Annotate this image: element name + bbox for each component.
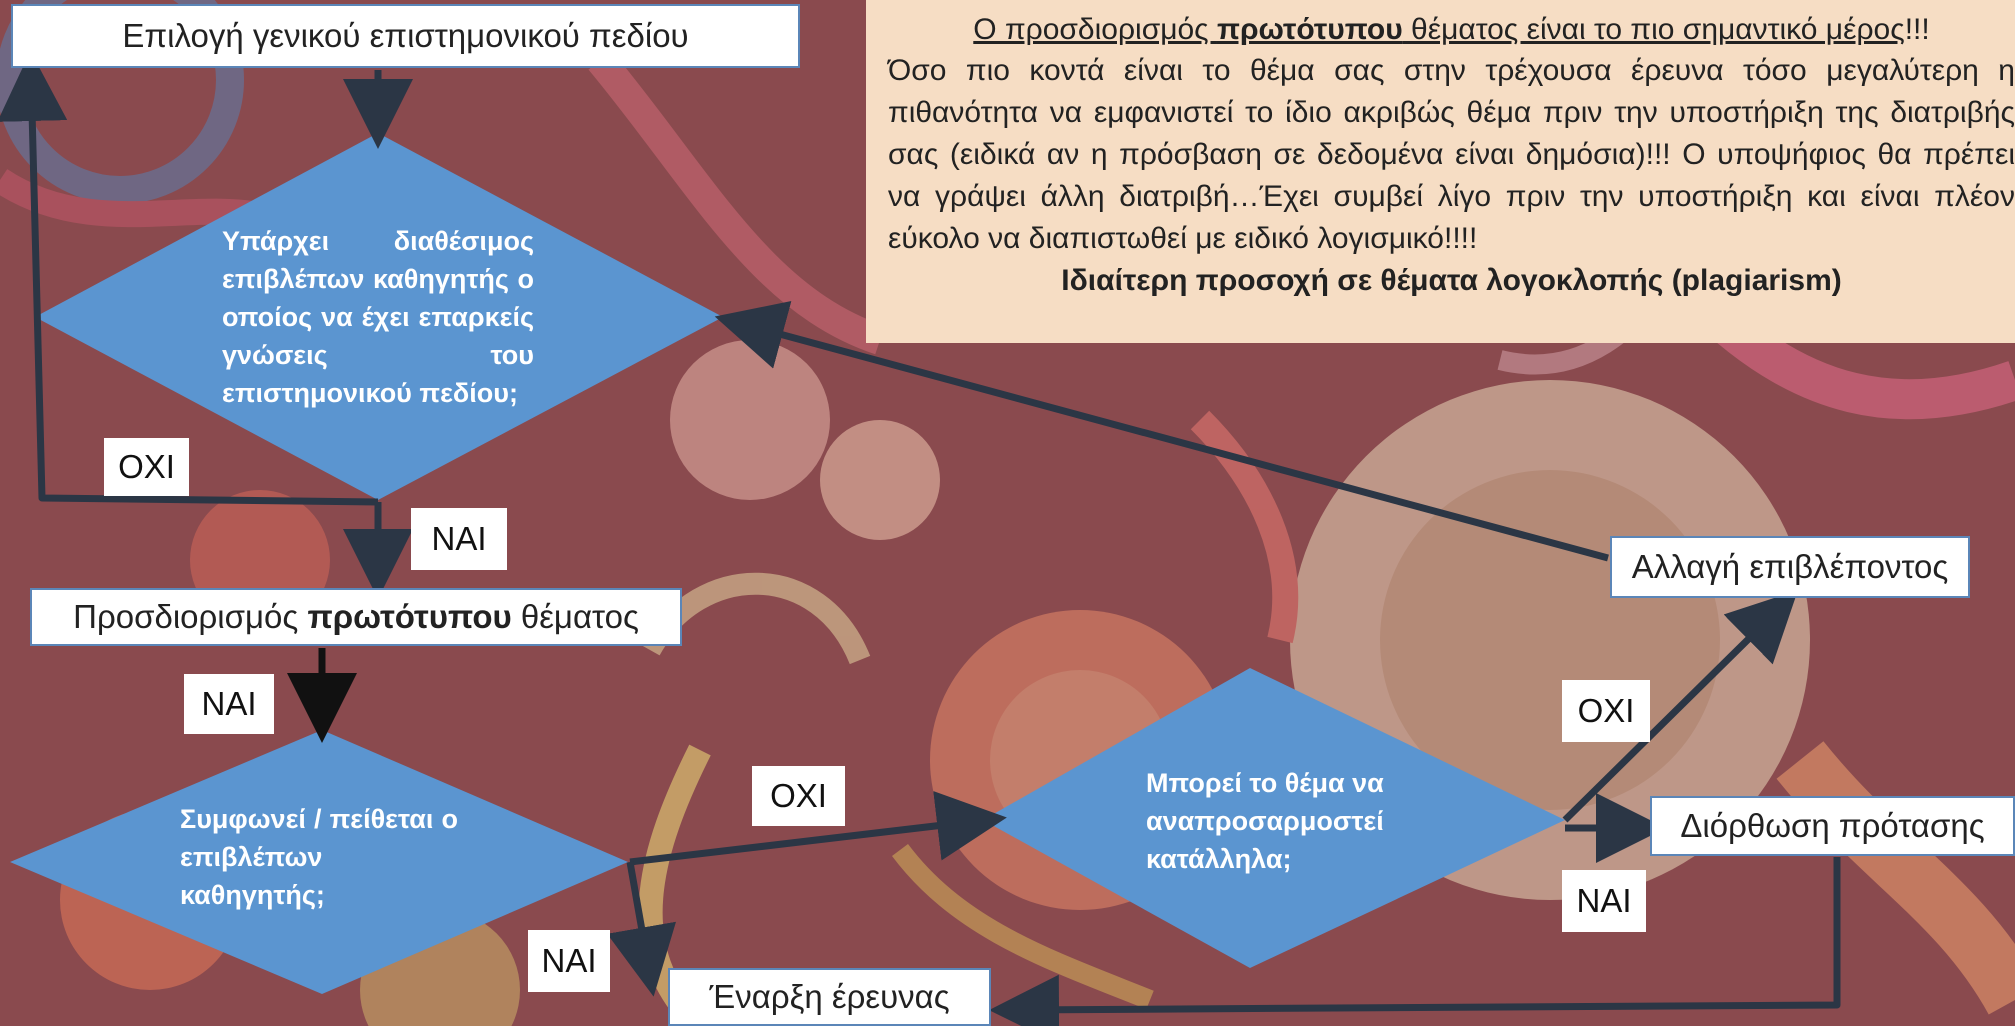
label-yes-agrees: ΝΑΙ — [528, 930, 610, 992]
label-no-available: ΟΧΙ — [104, 438, 189, 496]
note-heading: Ο προσδιορισμός πρωτότυπου θέματος είναι… — [973, 13, 1930, 46]
originality-note-panel: Ο προσδιορισμός πρωτότυπου θέματος είναι… — [866, 0, 2015, 343]
diamond-topic-adaptable-text: Μπορεί το θέμα να αναπροσαρμοστεί κατάλλ… — [1146, 768, 1384, 874]
box-select-field: Επιλογή γενικού επιστημονικού πεδίου — [11, 4, 800, 68]
note-plagiarism-warning: Ιδιαίτερη προσοχή σε θέματα λογοκλοπής (… — [1061, 264, 1842, 297]
box-revise-proposal: Διόρθωση πρότασης — [1650, 796, 2015, 856]
decision-diamond-supervisor-agrees — [10, 730, 628, 994]
label-yes-adaptable: ΝΑΙ — [1562, 870, 1646, 932]
arrow-adaptable-no — [1562, 590, 1798, 823]
box-define-topic: Προσδιορισμός πρωτότυπου θέματος — [30, 588, 682, 646]
decision-diamond-supervisor-available — [35, 133, 723, 500]
box-select-field-text: Επιλογή γενικού επιστημονικού πεδίου — [122, 17, 689, 54]
decision-diamond-topic-adaptable — [983, 668, 1565, 968]
note-body: Όσο πιο κοντά είναι το θέμα σας στην τρέ… — [888, 54, 2015, 255]
arrow-available-no-loop — [0, 51, 379, 506]
box-start-research: Έναρξη έρευνας — [668, 968, 991, 1026]
box-change-supervisor: Αλλαγή επιβλέποντος — [1610, 536, 1970, 598]
arrow-agrees-no — [629, 790, 1007, 866]
arrow-agrees-yes — [607, 861, 677, 997]
box-start-research-text: Έναρξη έρευνας — [709, 978, 950, 1015]
diamond-supervisor-agrees-text: Συμφωνεί / πείθεται ο επιβλέπων καθηγητή… — [180, 804, 458, 910]
label-yes-topic: ΝΑΙ — [184, 674, 274, 734]
arrow-change-to-available — [714, 301, 1609, 562]
box-define-topic-text: Προσδιορισμός πρωτότυπου θέματος — [73, 598, 639, 635]
arrow-revise-to-start — [989, 857, 1841, 1026]
label-yes-available: ΝΑΙ — [411, 508, 507, 570]
label-no-agrees: ΟΧΙ — [752, 766, 845, 826]
diamond-supervisor-available-text: Υπάρχει διαθέσιμος επιβλέπων καθηγητής ο… — [222, 226, 534, 408]
label-no-adaptable: ΟΧΙ — [1562, 680, 1650, 742]
box-revise-proposal-text: Διόρθωση πρότασης — [1680, 807, 1985, 844]
box-change-supervisor-text: Αλλαγή επιβλέποντος — [1631, 548, 1949, 585]
